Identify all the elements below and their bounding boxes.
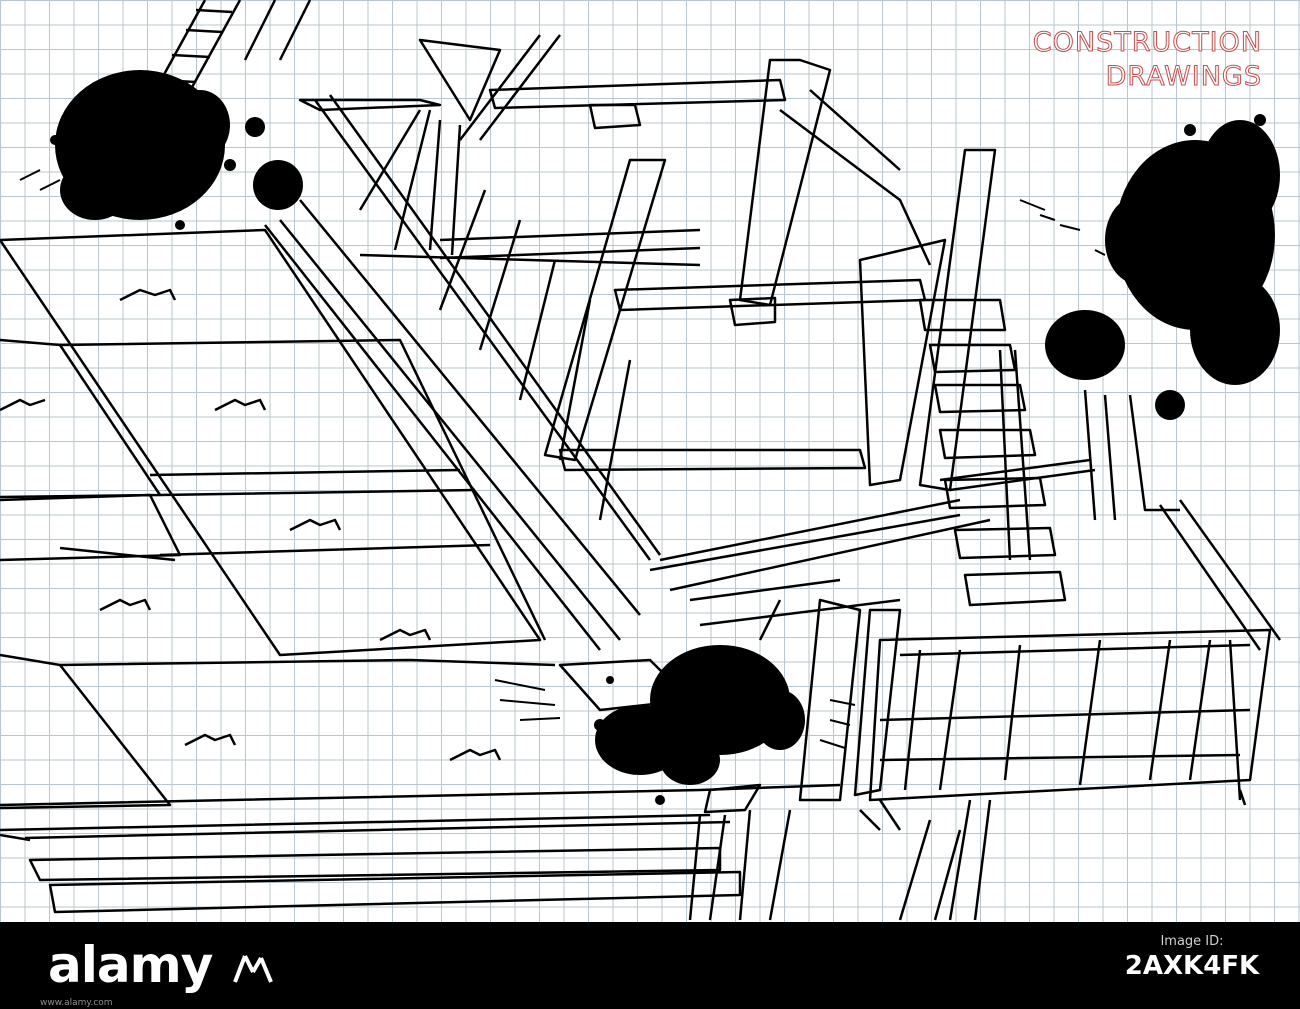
alamy-logo[interactable]: alamy <box>48 936 273 994</box>
drawing-title: CONSTRUCTION DRAWINGS <box>1032 26 1262 94</box>
construction-drawing-artwork: CONSTRUCTION DRAWINGS <box>0 0 1300 922</box>
alamy-wordmark: alamy <box>48 936 213 994</box>
stock-footer: alamy Image ID: 2AXK4FK www.alamy.com <box>0 922 1300 1009</box>
structure-wireframe <box>0 0 1282 921</box>
alamy-logo-mark-icon <box>232 954 273 983</box>
image-id-label: Image ID: <box>1160 934 1224 949</box>
alamy-url-link[interactable]: www.alamy.com <box>40 998 113 1008</box>
image-id-code: 2AXK4FK <box>1124 951 1260 981</box>
image-id-block: Image ID: 2AXK4FK <box>1112 934 1272 981</box>
drawing-title-line-2: DRAWINGS <box>1105 61 1262 93</box>
drawing-title-line-1: CONSTRUCTION <box>1032 27 1262 59</box>
